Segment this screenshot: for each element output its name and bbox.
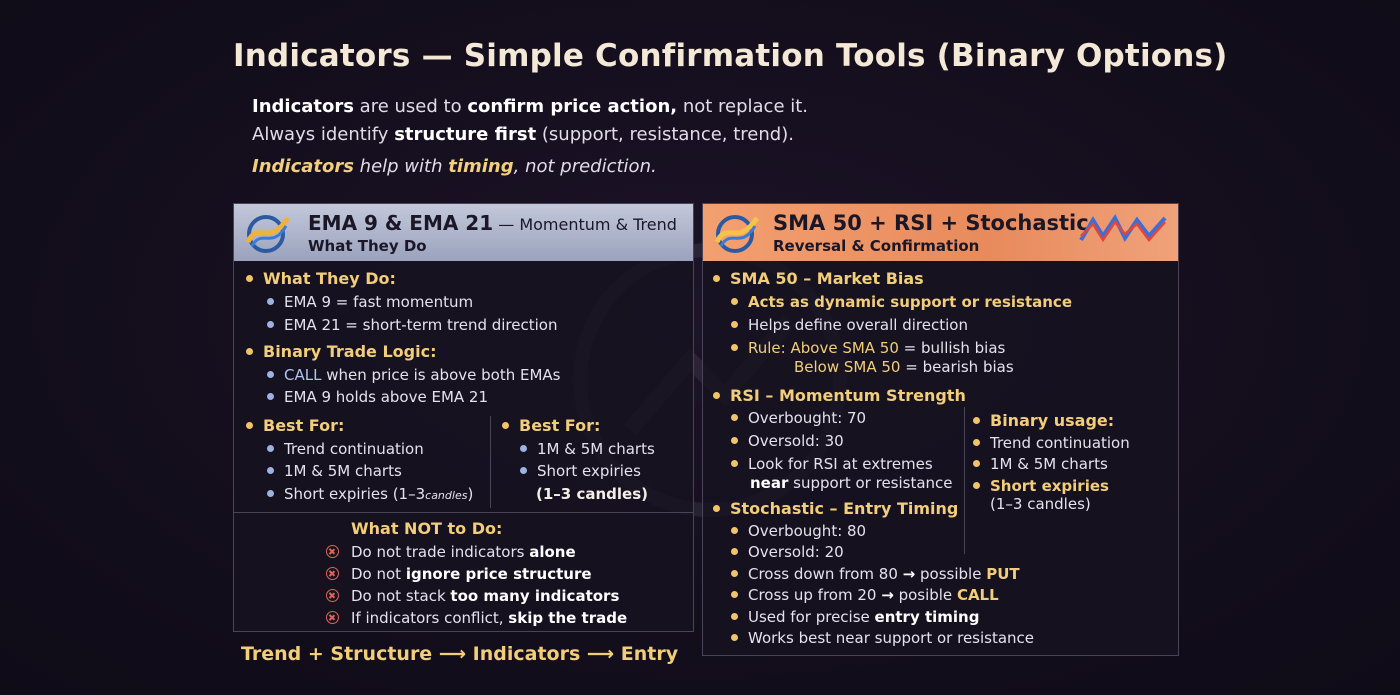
column-divider [964, 407, 965, 554]
best-for-heading-2: Best For: [502, 416, 600, 435]
bullet [246, 275, 253, 282]
list-item: 1M & 5M charts [520, 440, 655, 458]
list-item: CALL when price is above both EMAs [267, 366, 560, 384]
list-item: Oversold: 30 [731, 432, 844, 450]
zigzag-chart-icon [1079, 214, 1167, 243]
x-circle-icon [326, 545, 339, 558]
sma-rsi-panel: SMA 50 + RSI + Stochastic Reversal & Con… [702, 203, 1179, 656]
binary-logic-heading: Binary Trade Logic: [246, 342, 436, 361]
list-item: Acts as dynamic support or resistance [731, 293, 1072, 311]
list-item: EMA 9 = fast momentum [267, 293, 473, 311]
list-item: Look for RSI at extremes [731, 455, 933, 473]
list-item: Overbought: 80 [731, 522, 866, 540]
list-item: Trend continuation [267, 440, 424, 458]
flow-summary: Trend + Structure ⟶ Indicators ⟶ Entry [241, 643, 679, 665]
intro-line-3: Indicators help with timing, not predict… [252, 156, 657, 177]
list-item: Used for precise entry timing [731, 608, 979, 626]
list-item: Oversold: 20 [731, 543, 844, 561]
intro-line-2: Always identify structure first (support… [252, 124, 794, 145]
ema-panel-title: EMA 9 & EMA 21 — Momentum & Trend [308, 211, 677, 235]
binary-usage-heading: Binary usage: [973, 411, 1114, 430]
rsi-heading: RSI – Momentum Strength [713, 386, 966, 405]
list-item: Short expiries [520, 462, 641, 480]
x-circle-icon [326, 611, 339, 624]
list-item: Short expiries [973, 477, 1109, 495]
sma-panel-subtitle: Reversal & Confirmation [773, 237, 980, 255]
not-to-do-heading: What NOT to Do: [351, 519, 503, 538]
list-item: Rule: Above SMA 50 = bullish bias [731, 339, 1005, 357]
trend-wave-icon [714, 215, 760, 253]
page-title: Indicators — Simple Confirmation Tools (… [233, 38, 1228, 74]
list-item: If indicators conflict, skip the trade [326, 609, 627, 627]
list-item: 1M & 5M charts [973, 455, 1108, 473]
ema-panel: EMA 9 & EMA 21 — Momentum & Trend What T… [233, 203, 694, 632]
x-circle-icon [326, 567, 339, 580]
list-item: Do not ignore price structure [326, 565, 592, 583]
list-item: Overbought: 70 [731, 409, 866, 427]
intro-line-1: Indicators are used to confirm price act… [252, 96, 809, 117]
column-divider [490, 416, 491, 508]
trend-wave-icon [245, 215, 291, 253]
x-circle-icon [326, 589, 339, 602]
ema-panel-subtitle: What They Do [308, 237, 427, 255]
list-item: Trend continuation [973, 434, 1130, 452]
list-item: EMA 9 holds above EMA 21 [267, 388, 488, 406]
sma-heading: SMA 50 – Market Bias [713, 269, 924, 288]
list-item: Helps define overall direction [731, 316, 968, 334]
sma-panel-header: SMA 50 + RSI + Stochastic Reversal & Con… [703, 204, 1178, 261]
list-item-continuation: Below SMA 50 = bearish bias [794, 358, 1014, 376]
list-item: Do not stack too many indicators [326, 587, 619, 605]
list-item: Works best near support or resistance [731, 629, 1034, 647]
list-item: Short expiries (1–3candles) [267, 485, 473, 503]
list-item: EMA 21 = short-term trend direction [267, 316, 557, 334]
list-item: 1M & 5M charts [267, 462, 402, 480]
list-item: Do not trade indicators alone [326, 543, 576, 561]
stochastic-heading: Stochastic – Entry Timing [713, 499, 958, 518]
list-item: Cross up from 20 → posible CALL [731, 586, 999, 604]
list-item: Cross down from 80 → possible PUT [731, 565, 1020, 583]
list-item-continuation: near support or resistance [750, 474, 953, 492]
best-for-heading: Best For: [246, 416, 344, 435]
ema-panel-header: EMA 9 & EMA 21 — Momentum & Trend What T… [234, 204, 693, 261]
section-divider [234, 512, 693, 513]
sma-panel-title: SMA 50 + RSI + Stochastic [773, 211, 1089, 235]
what-they-do-heading: What They Do: [246, 269, 396, 288]
list-item-continuation: (1–3 candles) [990, 495, 1091, 513]
list-item-continuation: (1–3 candles) [536, 485, 648, 503]
